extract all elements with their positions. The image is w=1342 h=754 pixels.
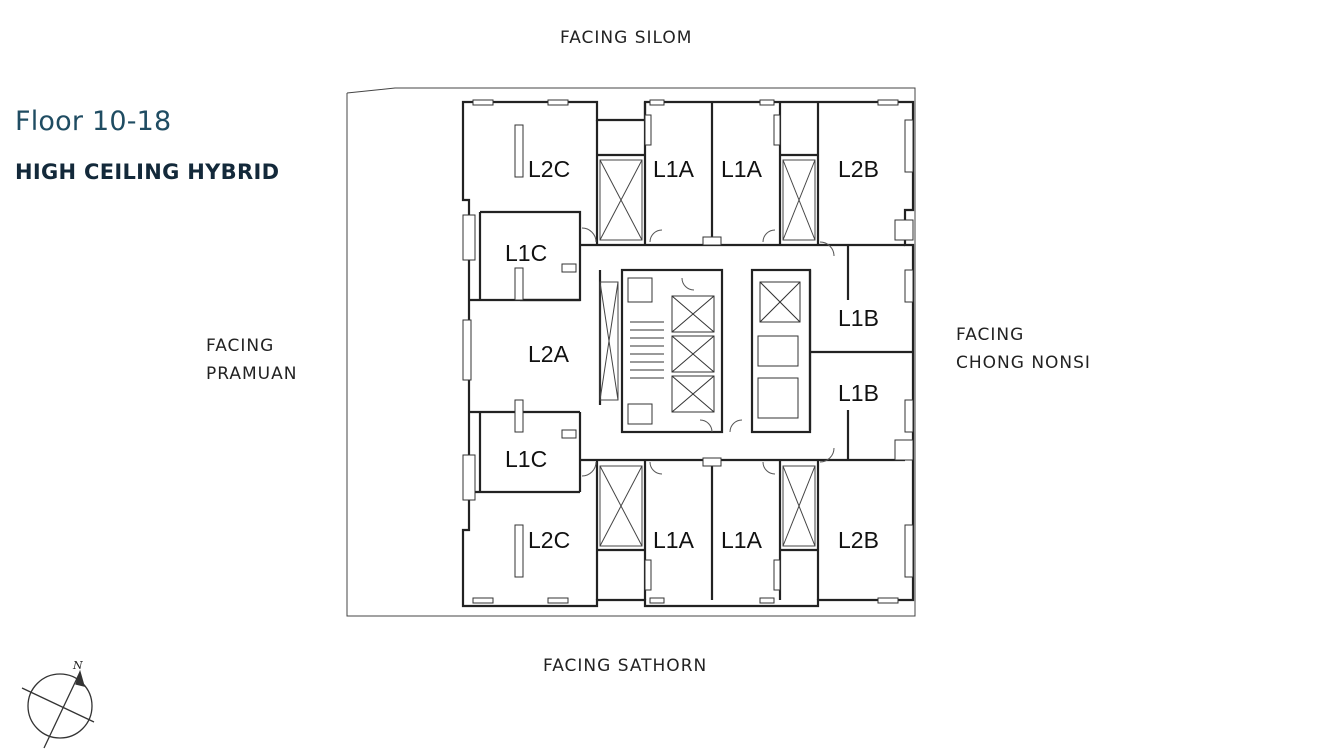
floor-title: Floor 10-18 bbox=[15, 106, 172, 137]
unit-label: L1B bbox=[838, 305, 879, 331]
facing-west-label: FACING PRAMUAN bbox=[206, 332, 297, 388]
facing-west-line-2: PRAMUAN bbox=[206, 364, 298, 384]
unit-label: L2C bbox=[528, 156, 570, 182]
unit-label: L2B bbox=[838, 156, 879, 182]
unit-label: L1C bbox=[505, 240, 547, 266]
building-walls bbox=[461, 100, 915, 608]
north-arrow-icon: N bbox=[21, 659, 95, 749]
floor-subtitle: HIGH CEILING HYBRID bbox=[15, 160, 280, 184]
site-boundary bbox=[346, 87, 916, 617]
facing-west-line-1: FACING bbox=[206, 336, 275, 356]
facing-east-line-1: FACING bbox=[956, 325, 1025, 345]
core-details bbox=[627, 277, 801, 425]
unit-label: L1A bbox=[721, 527, 763, 553]
window-strips bbox=[462, 99, 914, 604]
unit-label: L2A bbox=[528, 341, 570, 367]
unit-label: L2C bbox=[528, 527, 570, 553]
unit-label: L1A bbox=[653, 527, 695, 553]
unit-labels: L2C L1A L1A L2B L1C L2A L1C L1B L1B L2C … bbox=[505, 156, 879, 553]
unit-label: L2B bbox=[838, 527, 879, 553]
facing-east-label: FACING CHONG NONSI bbox=[956, 321, 1091, 377]
unit-label: L1A bbox=[721, 156, 763, 182]
facing-north-label: FACING SILOM bbox=[560, 28, 693, 48]
facing-south-label: FACING SATHORN bbox=[543, 656, 708, 676]
unit-label: L1A bbox=[653, 156, 695, 182]
compass-north-label: N bbox=[72, 659, 83, 672]
service-shafts bbox=[599, 159, 816, 547]
unit-label: L1C bbox=[505, 446, 547, 472]
unit-label: L1B bbox=[838, 380, 879, 406]
door-swings bbox=[581, 227, 835, 477]
facing-east-line-2: CHONG NONSI bbox=[956, 353, 1091, 373]
